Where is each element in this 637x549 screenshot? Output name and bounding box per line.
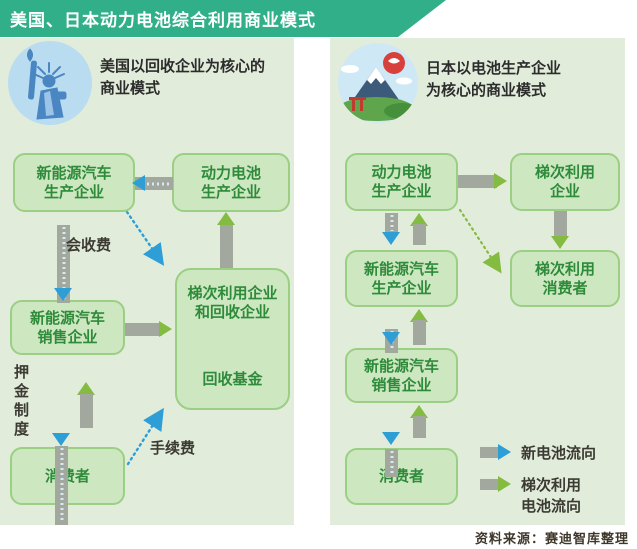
us-deposit-label: 押金制度 xyxy=(12,364,28,440)
jp-connector-seller-to-consumer xyxy=(385,449,398,477)
legend-new-battery-label: 新电池流向 xyxy=(521,446,597,462)
jp-cascade-arrow-up1-icon xyxy=(410,213,428,226)
jp-node-cascade-company: 梯次利用 企业 xyxy=(510,153,620,211)
us-handling-fee-label: 手续费 xyxy=(150,441,196,457)
jp-heading-line2: 为核心的商业模式 xyxy=(426,82,547,99)
us-cascade-arrow-right-icon xyxy=(159,321,172,337)
jp-heading-line1: 日本以电池生产企业 xyxy=(426,60,562,77)
us-heading-line2: 商业模式 xyxy=(100,80,161,97)
jp-new-battery-arrow-down3-icon xyxy=(382,432,400,445)
legend-item-new-battery: 新电池流向 xyxy=(480,444,596,465)
jp-cascade-arrow-up3-icon xyxy=(410,405,428,418)
us-node-battery-maker: 动力电池 生产企业 xyxy=(172,153,290,212)
jp-node-ev-seller: 新能源汽车 销售企业 xyxy=(345,348,458,403)
japan-fuji-icon xyxy=(338,43,418,128)
jp-connector-evmaker-to-battery xyxy=(413,224,426,245)
jp-connector-cascade-to-consumer xyxy=(554,211,567,238)
source-note: 资料来源：赛迪智库整理 xyxy=(474,531,629,546)
legend-item-cascade: 梯次利用 电池流向 xyxy=(480,476,581,518)
us-cascade-arrow-up-icon xyxy=(217,212,235,225)
jp-connector-consumer-to-seller xyxy=(413,416,426,438)
us-connector-seller-to-recycler xyxy=(125,323,162,336)
us-connector-recycler-to-batterymaker xyxy=(220,224,233,268)
us-connector-seller-to-consumer xyxy=(55,446,68,525)
us-connector-evmaker-to-seller xyxy=(57,225,70,303)
legend-new-battery-icon xyxy=(480,444,512,460)
us-heading-line1: 美国以回收企业为核心的 xyxy=(100,58,266,75)
legend-cascade-label: 梯次利用 电池流向 xyxy=(521,478,582,515)
us-panel: 美国以回收企业为核心的 商业模式 新能源汽车 生产企业 动力电池 生产企业 新能… xyxy=(0,38,294,525)
page-title: 美国、日本动力电池综合利用商业模式 xyxy=(10,11,316,30)
jp-panel: 日本以电池生产企业 为核心的商业模式 动力电池 生产企业 梯次利用 企业 新能源… xyxy=(330,38,625,525)
us-node-ev-maker: 新能源汽车 生产企业 xyxy=(13,153,135,212)
jp-connector-seller-to-evmaker xyxy=(413,320,426,345)
statue-of-liberty-icon xyxy=(8,41,92,130)
us-new-battery-arrow-down-icon xyxy=(54,288,72,301)
jp-cascade-arrow-down-icon xyxy=(551,236,569,249)
jp-node-consumer: 消费者 xyxy=(345,448,458,505)
us-new-battery-arrow-left-icon xyxy=(132,175,145,191)
jp-cascade-arrow-up2-icon xyxy=(410,309,428,322)
jp-panel-heading: 日本以电池生产企业 为核心的商业模式 xyxy=(426,58,561,102)
us-node-cascade-recycler: 梯次利用企业 和回收企业 回收基金 xyxy=(175,268,290,410)
jp-new-battery-arrow-down1-icon xyxy=(382,232,400,245)
us-node-ev-seller: 新能源汽车 销售企业 xyxy=(10,300,125,355)
legend-cascade-icon xyxy=(480,476,512,492)
us-connector-consumer-to-seller xyxy=(80,394,93,428)
us-cascade-recycler-label: 梯次利用企业 和回收企业 xyxy=(187,285,278,321)
jp-cascade-arrow-right-icon xyxy=(494,173,507,189)
jp-node-cascade-consumer: 梯次利用 消费者 xyxy=(510,250,620,307)
us-panel-heading: 美国以回收企业为核心的 商业模式 xyxy=(100,56,265,100)
jp-new-battery-arrow-down2-icon xyxy=(382,332,400,345)
us-fee-label: 会收费 xyxy=(66,238,112,254)
jp-node-battery-maker: 动力电池 生产企业 xyxy=(345,153,458,211)
jp-connector-battery-to-cascade xyxy=(458,175,497,188)
title-bar: 美国、日本动力电池综合利用商业模式 xyxy=(0,0,446,37)
us-recycle-fund-label: 回收基金 xyxy=(202,371,263,388)
us-cascade-arrow-up2-icon xyxy=(77,382,95,395)
jp-connector-battery-to-evmaker xyxy=(385,213,398,233)
jp-node-ev-maker: 新能源汽车 生产企业 xyxy=(345,250,458,307)
us-new-battery-arrow-down2-icon xyxy=(52,433,70,446)
